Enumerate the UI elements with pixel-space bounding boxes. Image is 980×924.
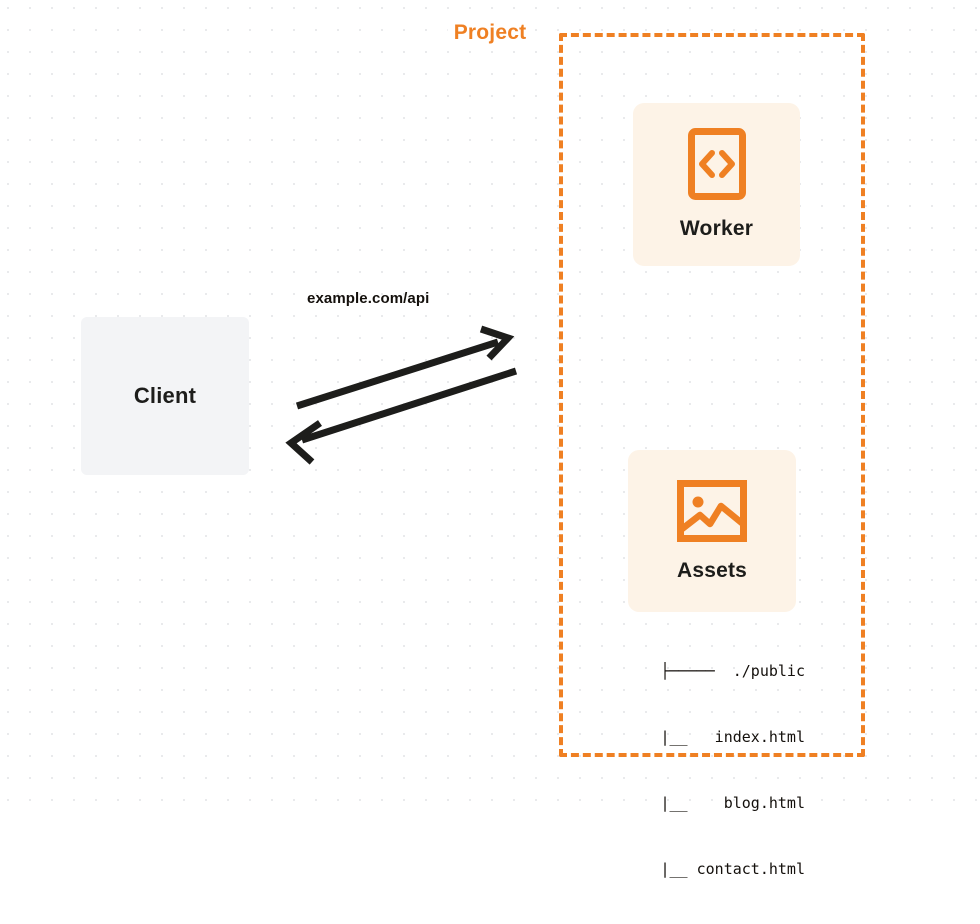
diagram-canvas: Client example.com/api Project Worker <box>0 0 980 878</box>
assets-node[interactable]: Assets <box>628 450 796 612</box>
assets-file-tree: ├───── ./public |__ index.html |__ blog.… <box>600 616 805 924</box>
connection-label: example.com/api <box>307 290 430 307</box>
file-tree-row: ├───── ./public <box>660 662 806 680</box>
file-tree-row: |__ blog.html <box>615 794 805 812</box>
response-arrow-icon <box>285 367 518 465</box>
client-node[interactable]: Client <box>81 317 249 475</box>
worker-label: Worker <box>679 217 754 240</box>
request-arrow-icon <box>295 325 515 410</box>
client-label: Client <box>133 383 197 408</box>
worker-node[interactable]: Worker <box>633 103 800 266</box>
project-boundary <box>559 33 865 757</box>
file-tree-row: |__ index.html <box>615 728 805 746</box>
project-title: Project <box>447 21 533 45</box>
code-brackets-icon <box>687 128 746 205</box>
image-icon <box>677 479 747 547</box>
assets-label: Assets <box>676 558 748 582</box>
file-tree-row: |__ contact.html <box>615 860 805 878</box>
